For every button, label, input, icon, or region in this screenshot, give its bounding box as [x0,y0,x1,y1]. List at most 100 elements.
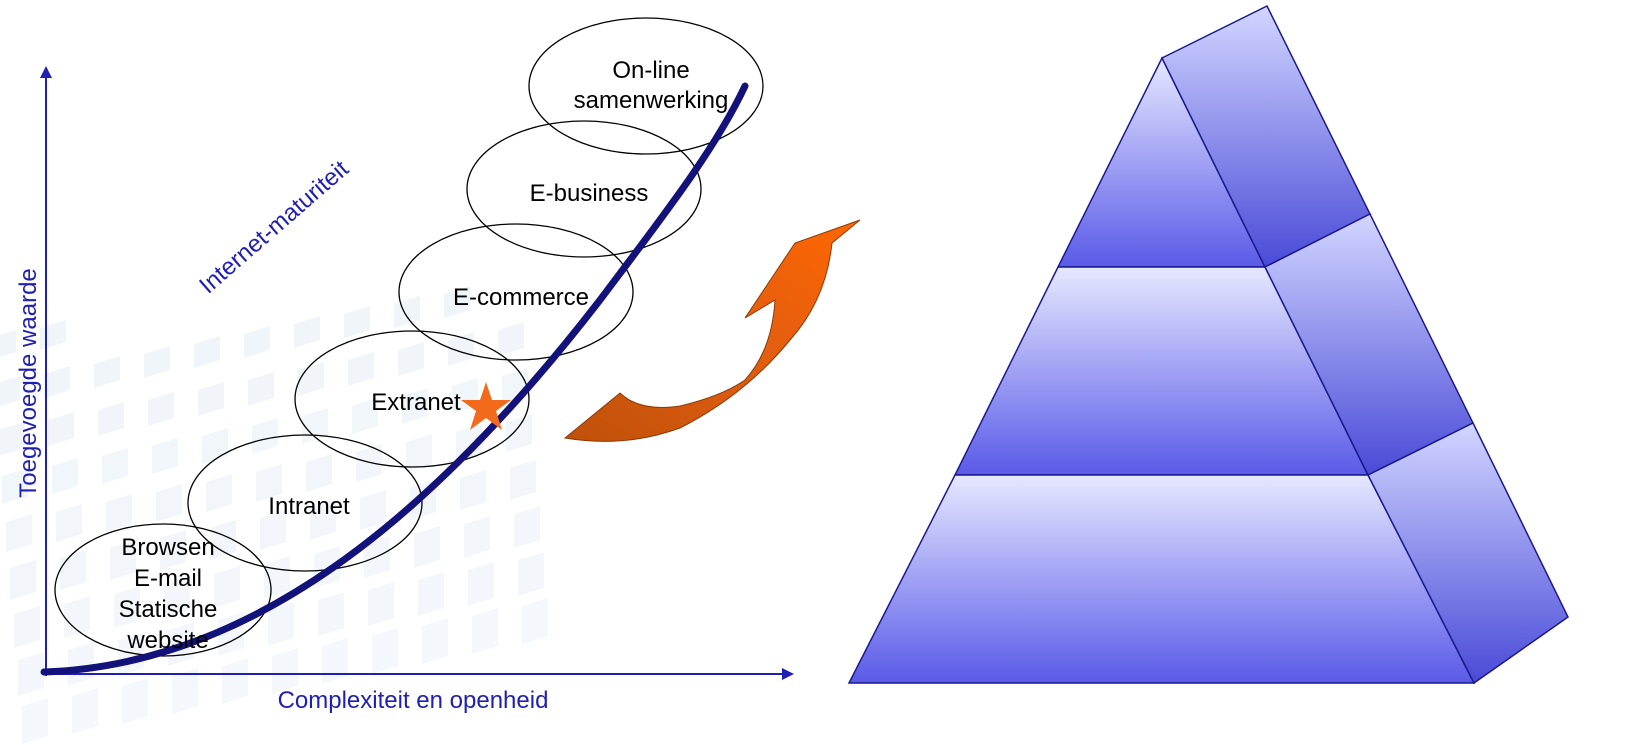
watermark-tile [344,306,370,338]
watermark-tile [72,688,98,734]
stage-ellipse-ecommerce [398,223,634,361]
stage-label-basic-line-0: Browsen [121,534,214,561]
watermark-tile [10,560,36,600]
watermark-tile [0,330,16,357]
watermark-tile [40,320,66,350]
watermark-tile [522,598,548,644]
watermark-tile [468,562,494,606]
watermark-tile [264,556,290,598]
stage-label-extranet-line-0: Extranet [371,389,461,416]
watermark-tile [406,434,432,472]
watermark-tile [164,576,190,618]
watermark-tile [0,376,20,407]
watermark-tile [444,286,470,318]
stage-label-intranet-line-0: Intranet [268,493,350,520]
watermark-tile [114,586,140,628]
watermark-tile [352,398,378,434]
star-icon [461,382,511,430]
watermark-tile [498,322,524,356]
watermark-tile [268,602,294,646]
stage-label-online-line-1: samenwerking [574,87,729,114]
watermark-tile [48,412,74,446]
watermark-tile [348,352,374,386]
maturity-curve [40,82,749,676]
watermark-tile [52,458,78,494]
watermark-tile [64,596,90,638]
stage-label-basic-line-1: E-mail [134,565,202,592]
watermark-tile [448,332,474,366]
pyramid-tier-bottom-front [847,474,1476,684]
stage-ellipse-extranet [294,330,530,468]
stage-label-basic-line-2: Statische [119,596,218,623]
stage-ellipse-online [528,17,764,155]
curve-label: Internet-maturiteit [194,155,354,299]
watermark-tile [210,520,236,560]
watermark-tile [152,438,178,474]
pyramid [847,4,1569,685]
watermark-tile [214,566,240,608]
watermark-tile [156,484,182,522]
y-axis-label: Toegevoegde waarde [15,268,42,498]
watermark-tile [172,668,198,714]
stage-label-ecommerce-line-0: E-commerce [453,284,589,311]
stage-label-online-line-0: On-line [612,57,689,84]
watermark-tile [144,346,170,378]
watermark-tile [506,414,532,452]
watermark-tile [202,428,228,464]
watermark-tile [302,408,328,444]
watermark-tile [414,526,440,568]
watermark-tile [248,372,274,406]
watermark-tile [56,504,82,542]
watermark-tile [2,468,28,504]
watermark-tile [306,454,332,492]
watermark-tile [298,362,324,396]
watermark-tile [98,402,124,436]
watermark-tile [472,608,498,654]
watermark-tile [394,296,420,328]
watermark-tile [14,606,40,648]
watermark-tile [6,514,32,552]
stage-label-ebusiness-line-0: E-business [530,180,649,207]
watermark-tile [456,424,482,462]
watermark-tile [256,464,282,502]
stage-label-basic-line-3: website [126,627,208,654]
watermark-tile [0,422,24,456]
watermark-tile [94,356,120,388]
watermark-tile [464,516,490,558]
watermark-tile [402,388,428,424]
watermark-tile [422,618,448,664]
watermark-tile [360,490,386,530]
watermark-tile [44,366,70,398]
watermark-tile [418,572,444,616]
watermark-tile [372,628,398,674]
stage-ellipse-ebusiness [466,120,702,258]
watermark-tile [318,592,344,636]
watermark-tile [272,648,298,694]
watermark-tile [518,552,544,596]
watermark-tile [106,494,132,532]
curved-arrow-icon [563,219,861,442]
watermark-tile [294,316,320,348]
pyramid-tier-bottom-side [1366,421,1569,685]
watermark-tile [68,642,94,686]
watermark-tile [514,506,540,548]
stage-ellipse-basic [54,523,272,657]
watermark-tile [322,638,348,684]
watermark-tile [194,336,220,368]
stage-ellipses [54,17,764,657]
watermark-tile [222,658,248,704]
watermark-tile [18,652,44,696]
watermark-tile [110,540,136,580]
watermark-tile [398,342,424,376]
x-axis-label: Complexiteit en openheid [278,687,549,714]
watermark-tile [244,326,270,358]
watermark-tile [102,448,128,484]
watermark-tile [122,678,148,724]
stage-ellipse-intranet [187,434,423,572]
watermark-tile [460,470,486,510]
watermark-tile [510,460,536,500]
watermark-tile [60,550,86,590]
watermark-tile [260,510,286,550]
